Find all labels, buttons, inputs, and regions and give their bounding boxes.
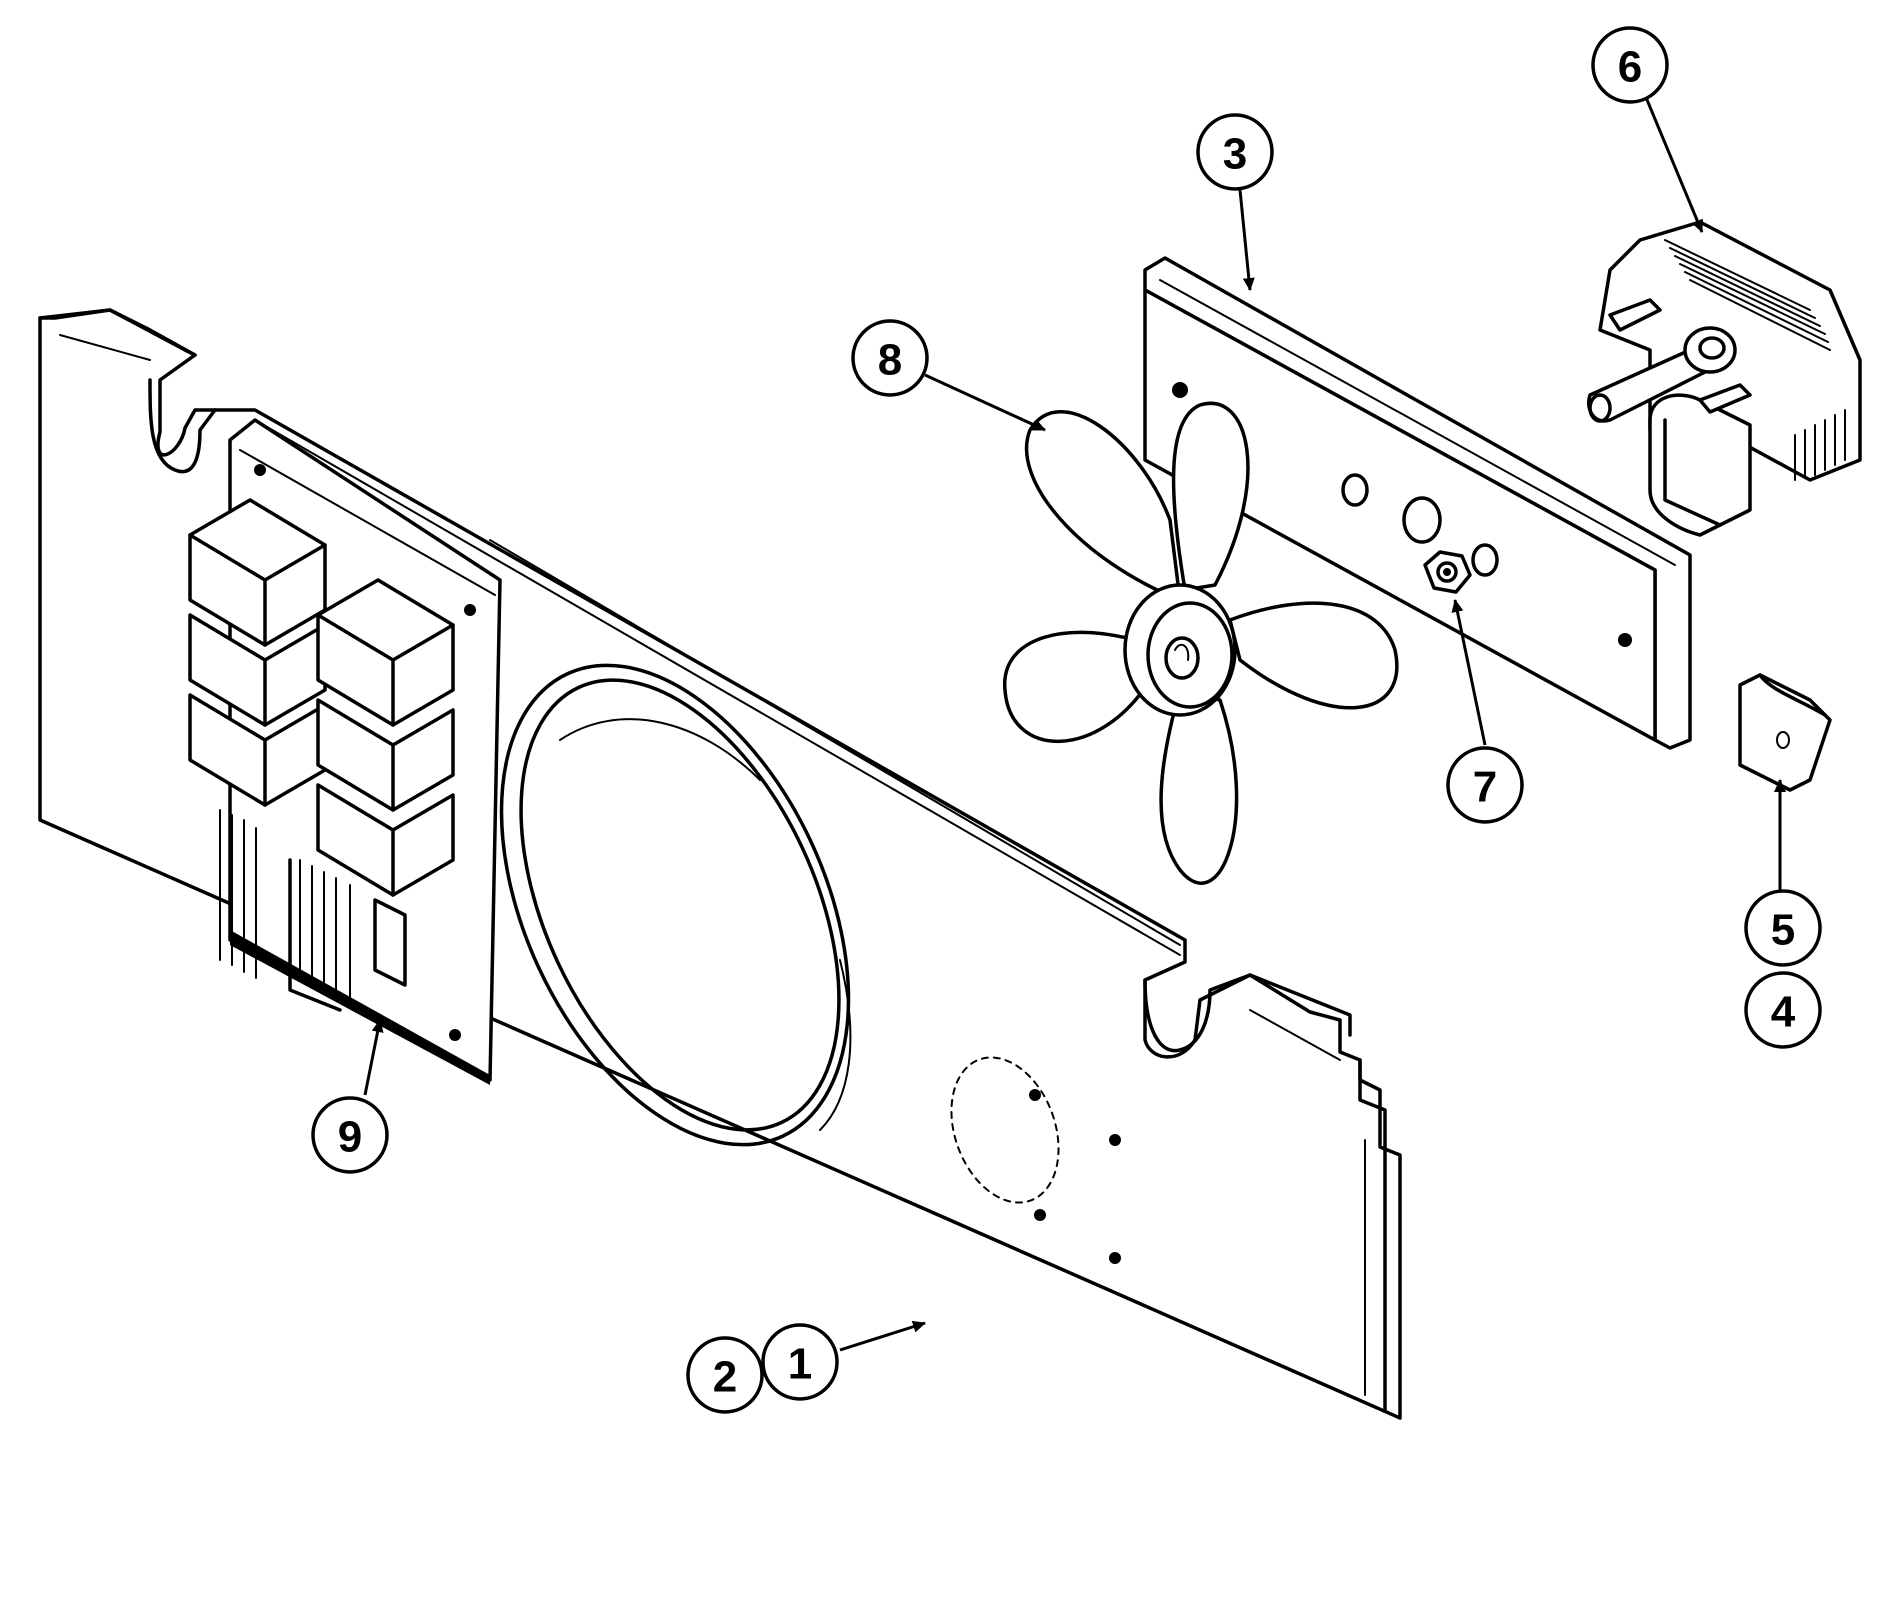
callout-3: 3 [1196, 113, 1274, 191]
callout-2-label: 2 [713, 1353, 737, 1402]
callout-1-label: 1 [788, 1340, 812, 1389]
leader-7 [1451, 599, 1487, 746]
callout-7-label: 7 [1473, 763, 1497, 812]
callout-4: 4 [1744, 971, 1822, 1049]
callout-5-label: 5 [1771, 906, 1795, 955]
callout-8: 8 [851, 319, 929, 397]
leader-6 [1643, 94, 1704, 233]
relay-terminals [219, 809, 407, 1012]
clip [1738, 673, 1832, 792]
callout-4-label: 4 [1771, 988, 1796, 1037]
callout-7: 7 [1446, 746, 1524, 824]
motor-bracket [1143, 256, 1692, 750]
leader-lines [363, 94, 1786, 1352]
callout-9: 9 [311, 1096, 389, 1174]
fan-motor [1587, 220, 1862, 537]
leader-3 [1238, 189, 1255, 291]
callout-6-label: 6 [1618, 43, 1642, 92]
fan-blade [1003, 401, 1399, 885]
callout-1: 1 [761, 1323, 839, 1401]
callout-9-label: 9 [338, 1113, 362, 1162]
leader-9 [363, 1019, 384, 1096]
leader-8 [924, 373, 1046, 432]
relay-left-column [188, 498, 327, 807]
callout-3-label: 3 [1223, 130, 1247, 179]
callout-8-label: 8 [878, 336, 902, 385]
callout-2: 2 [686, 1336, 764, 1414]
relay-board [188, 418, 502, 1085]
callout-5: 5 [1744, 889, 1822, 967]
relay-right-column [316, 578, 455, 897]
callout-6: 6 [1591, 26, 1669, 104]
hex-nut [1423, 550, 1472, 594]
leader-1 [839, 1320, 926, 1352]
